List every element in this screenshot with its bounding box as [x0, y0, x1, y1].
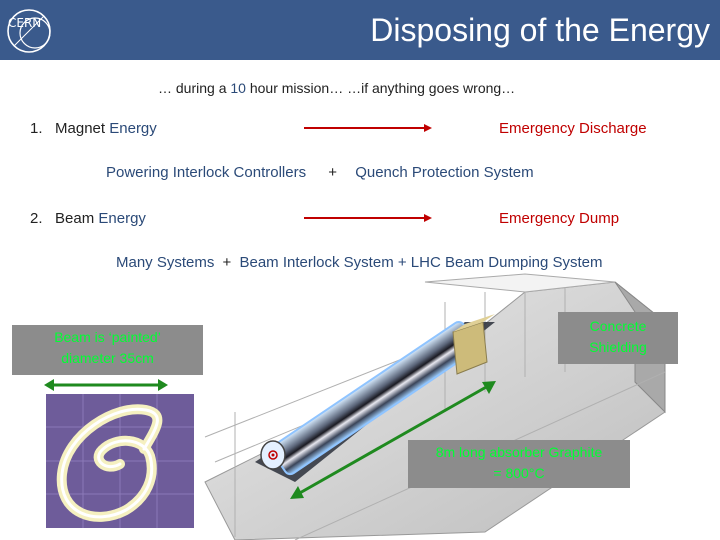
item-magnet-energy: 1. Magnet Energy [30, 120, 157, 137]
detail-plus: + [328, 164, 338, 181]
target-emergency-discharge: Emergency Discharge [499, 120, 647, 137]
beam-painted-image [46, 394, 194, 528]
label-concrete-shielding: Concrete Shielding [558, 312, 678, 364]
item-label-a: Beam [55, 210, 95, 227]
target-emergency-dump: Emergency Dump [499, 210, 620, 227]
green-double-arrow-length [290, 381, 496, 499]
label-line: = 800°C [493, 465, 545, 481]
label-line: 8m long absorber Graphite [435, 444, 603, 460]
label-line: Concrete [589, 318, 647, 334]
item-number: 1. [30, 120, 43, 137]
item-number: 2. [30, 210, 43, 227]
detail-plus: + [222, 254, 232, 271]
header-bar: CERN Disposing of the Energy [0, 0, 720, 60]
subtitle: … during a 10 hour mission… …if anything… [158, 80, 515, 96]
item-label-a: Magnet [55, 120, 106, 137]
label-line: Shielding [589, 339, 647, 355]
logo-text: CERN [8, 16, 42, 30]
label-line: Beam is ‘painted’ [54, 329, 161, 345]
item-beam-energy: 2. Beam Energy [30, 210, 146, 227]
subtitle-part1: … during a [158, 80, 231, 96]
green-double-arrow-diameter [44, 379, 168, 391]
item-label-b: Energy [98, 210, 146, 227]
red-arrow-dump [304, 214, 432, 222]
detail-beam-dumping: Beam Interlock System + LHC Beam Dumping… [239, 254, 603, 271]
label-line: diameter 35cm [61, 350, 154, 366]
label-graphite-absorber: 8m long absorber Graphite = 800°C [408, 440, 630, 488]
detail-magnet: Powering Interlock Controllers + Quench … [106, 164, 534, 181]
subtitle-part3: hour mission… …if anything goes wrong… [245, 80, 516, 96]
slide-title: Disposing of the Energy [370, 12, 710, 48]
detail-beam: Many Systems + Beam Interlock System + L… [116, 254, 603, 271]
detail-many-systems: Many Systems [116, 254, 215, 271]
red-arrow-discharge [304, 124, 432, 132]
detail-powering-interlock: Powering Interlock Controllers [106, 164, 307, 181]
item-label-b: Energy [109, 120, 157, 137]
label-beam-painted: Beam is ‘painted’ diameter 35cm [12, 325, 203, 375]
cern-logo-icon [7, 9, 51, 53]
subtitle-hours: 10 [230, 80, 246, 96]
detail-quench-protection: Quench Protection System [355, 164, 534, 181]
